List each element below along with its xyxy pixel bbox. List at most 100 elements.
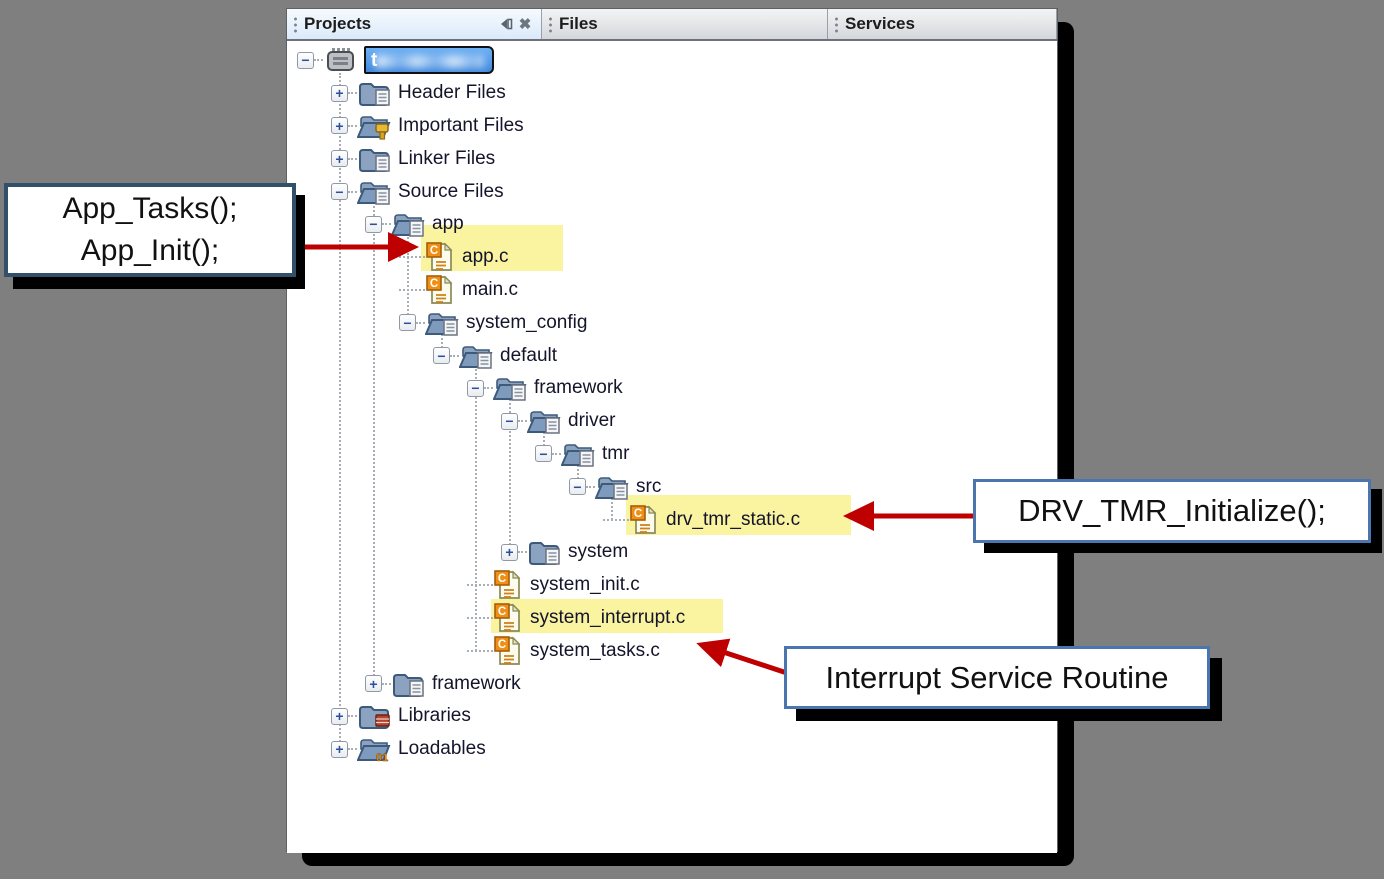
expand-icon[interactable]: + — [365, 675, 382, 693]
tree-row-label: Linker Files — [398, 147, 496, 169]
tree-row-framework[interactable]: − framework — [287, 372, 1057, 405]
collapse-icon[interactable]: − — [569, 478, 586, 496]
svg-text:C: C — [634, 508, 642, 520]
tree-row-system[interactable]: + system — [287, 536, 1057, 569]
collapse-icon[interactable]: − — [365, 215, 382, 233]
tree-connector-line — [518, 551, 527, 554]
project-tree: −t+Header Files+Important Files+Linker F… — [287, 41, 1057, 853]
tree-row-label: Header Files — [398, 82, 506, 104]
tab-projects[interactable]: Projects ✖ — [287, 9, 542, 39]
tree-connector-line — [348, 190, 357, 193]
tree-row-header-files[interactable]: + Header Files — [287, 77, 1057, 110]
tree-connector-line — [467, 616, 493, 619]
tree-row-label: system_config — [466, 311, 588, 333]
blurred-project-name — [376, 55, 484, 69]
selected-project-name[interactable]: t — [364, 46, 494, 75]
tree-row-project-root[interactable]: −t — [287, 44, 1057, 77]
expand-icon[interactable]: + — [331, 707, 348, 725]
folder-open-doc-icon — [357, 177, 391, 207]
folder-open-doc-icon — [459, 341, 493, 371]
tree-row-src[interactable]: −src — [287, 470, 1057, 503]
tree-guide-line — [339, 73, 341, 749]
tree-row-label: system_tasks.c — [530, 639, 660, 661]
chip-icon — [323, 45, 357, 75]
tree-connector-line — [348, 157, 357, 160]
collapse-icon[interactable]: − — [297, 51, 314, 69]
expand-icon[interactable]: + — [331, 117, 348, 135]
tree-connector-line — [450, 354, 459, 357]
tree-row-label: app — [432, 213, 464, 235]
tree-row-linker-files[interactable]: + Linker Files — [287, 142, 1057, 175]
c-file-icon: C — [493, 569, 523, 601]
tree-row-label: tmr — [602, 442, 630, 464]
highlight-drv-tmr-static-c — [626, 495, 851, 535]
tree-guide-line — [577, 454, 579, 487]
tree-row-label: Source Files — [398, 180, 504, 202]
tree-row-label: system — [568, 541, 629, 563]
c-file-icon: C — [493, 602, 523, 634]
tree-row-label: Libraries — [398, 705, 471, 727]
tree-guide-line — [543, 421, 545, 454]
folder-open-doc-icon — [425, 308, 459, 338]
tree-row-framework[interactable]: + framework — [287, 667, 1057, 700]
tree-row-label: app.c — [462, 246, 509, 268]
collapse-icon[interactable]: − — [399, 314, 416, 332]
c-file-icon: C — [493, 635, 523, 667]
tree-row-loadables[interactable]: +01 Loadables — [287, 733, 1057, 766]
folder-library-icon — [357, 701, 391, 731]
folder-closed-doc-icon — [527, 537, 561, 567]
tree-connector-line — [484, 387, 493, 390]
tree-row-important-files[interactable]: +Important Files — [287, 110, 1057, 143]
tab-files-label: Files — [559, 14, 598, 33]
svg-text:C: C — [498, 606, 506, 618]
folder-open-doc-icon — [527, 406, 561, 436]
minimize-icon[interactable] — [495, 14, 515, 34]
tree-connector-line — [586, 485, 595, 488]
expand-icon[interactable]: + — [331, 150, 348, 168]
tree-connector-line — [382, 223, 391, 226]
svg-text:01: 01 — [376, 752, 388, 764]
tree-connector-line — [314, 59, 323, 62]
callout-app-functions: App_Tasks(); App_Init(); — [4, 183, 296, 277]
collapse-icon[interactable]: − — [467, 379, 484, 397]
expand-icon[interactable]: + — [331, 84, 348, 102]
collapse-icon[interactable]: − — [501, 412, 518, 430]
tree-row-label: Loadables — [398, 738, 486, 760]
tree-connector-line — [399, 288, 425, 291]
tree-row-tmr[interactable]: − tmr — [287, 438, 1057, 471]
tree-row-default[interactable]: − default — [287, 339, 1057, 372]
tree-row-app[interactable]: − app — [287, 208, 1057, 241]
tree-row-driver[interactable]: −driver — [287, 405, 1057, 438]
collapse-icon[interactable]: − — [331, 183, 348, 201]
expand-icon[interactable]: + — [501, 543, 518, 561]
tree-row-label: framework — [432, 672, 521, 694]
tree-row-label: framework — [534, 377, 623, 399]
tree-row-label: drv_tmr_static.c — [666, 508, 801, 530]
collapse-icon[interactable]: − — [535, 445, 552, 463]
collapse-icon[interactable]: − — [433, 347, 450, 365]
expand-icon[interactable]: + — [331, 740, 348, 758]
tab-files[interactable]: Files — [542, 9, 828, 39]
tree-guide-line — [475, 356, 477, 651]
tree-connector-line — [603, 518, 629, 521]
tree-row-source-files[interactable]: − Source Files — [287, 175, 1057, 208]
tree-connector-line — [348, 92, 357, 95]
close-icon[interactable]: ✖ — [518, 16, 532, 33]
folder-closed-doc-icon — [357, 78, 391, 108]
tree-row-label: main.c — [462, 278, 518, 300]
tab-services-label: Services — [845, 14, 915, 33]
callout-interrupt-service-routine: Interrupt Service Routine — [784, 646, 1210, 709]
tab-services[interactable]: Services — [828, 9, 1057, 39]
c-file-icon: C — [425, 241, 455, 273]
tree-row-label: default — [500, 344, 558, 366]
tree-row-system-config[interactable]: − system_config — [287, 306, 1057, 339]
tree-row-libraries[interactable]: + Libraries — [287, 700, 1057, 733]
tree-connector-line — [518, 420, 527, 423]
